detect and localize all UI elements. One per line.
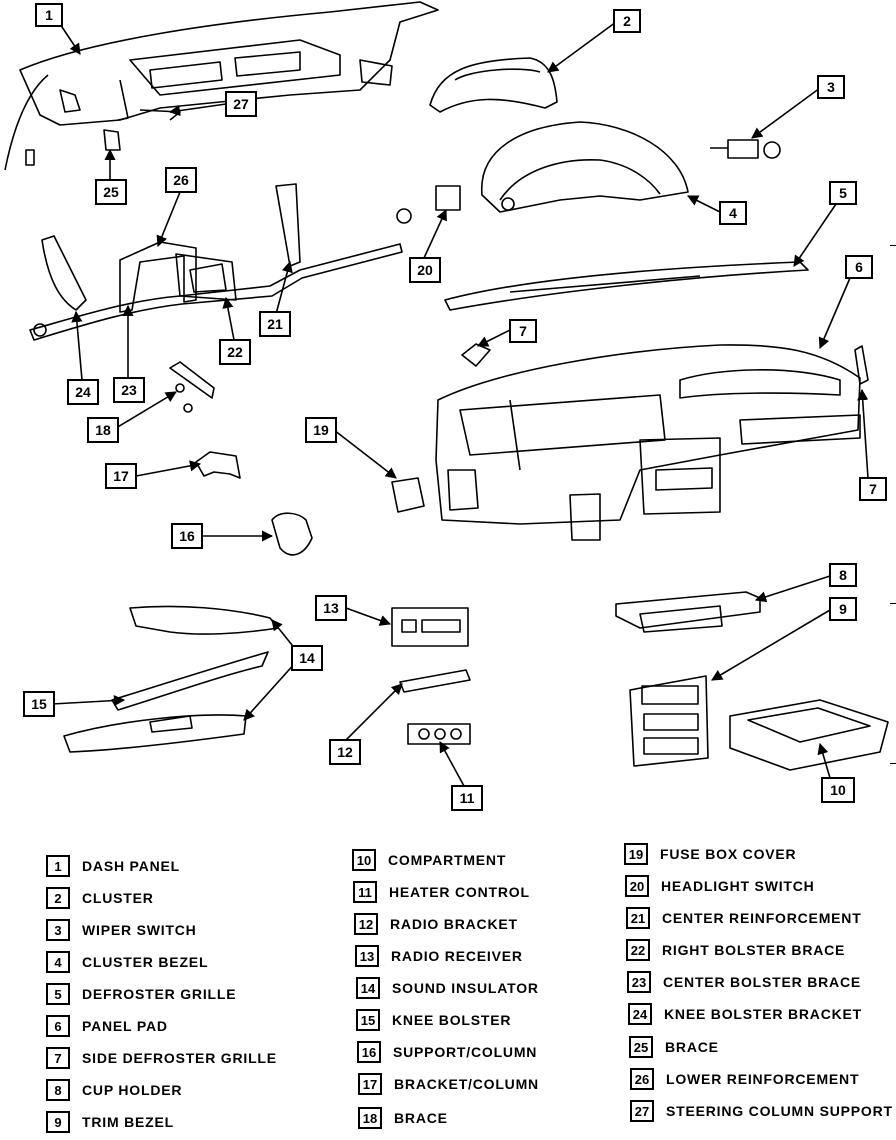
svg-text:16: 16: [179, 528, 195, 544]
callout-23: 23: [113, 377, 145, 403]
svg-text:22: 22: [227, 344, 243, 360]
callout-13: 13: [315, 595, 347, 621]
callout-14: 14: [291, 645, 323, 671]
callout-7a: 7: [509, 319, 537, 343]
svg-text:10: 10: [830, 782, 846, 798]
cluster-bezel-part: [481, 121, 689, 213]
svg-text:13: 13: [323, 600, 339, 616]
svg-text:2: 2: [623, 13, 631, 29]
svg-text:6: 6: [855, 259, 863, 275]
edge-tick: [890, 245, 896, 246]
svg-text:26: 26: [173, 172, 189, 188]
svg-text:4: 4: [729, 205, 737, 221]
callout-12: 12: [329, 739, 361, 765]
svg-text:23: 23: [121, 382, 137, 398]
svg-text:19: 19: [313, 422, 329, 438]
svg-text:5: 5: [839, 185, 847, 201]
callout-26: 26: [165, 167, 197, 193]
svg-text:9: 9: [839, 601, 847, 617]
svg-text:14: 14: [299, 650, 315, 666]
callout-6: 6: [845, 255, 873, 279]
svg-text:21: 21: [267, 316, 283, 332]
defroster-grille-part: [444, 261, 809, 311]
svg-text:18: 18: [95, 422, 111, 438]
callout-20: 20: [409, 257, 441, 283]
callout-4: 4: [719, 201, 747, 225]
callout-24: 24: [67, 379, 99, 405]
svg-text:20: 20: [417, 262, 433, 278]
callout-9: 9: [829, 597, 857, 621]
svg-text:24: 24: [75, 384, 91, 400]
svg-text:25: 25: [103, 184, 119, 200]
svg-text:27: 27: [233, 96, 249, 112]
callout-5: 5: [829, 181, 857, 205]
callout-22: 22: [219, 339, 251, 365]
leader-lines: [51, 21, 869, 787]
svg-text:11: 11: [460, 790, 475, 806]
sound-insulator-part: [129, 605, 279, 635]
lower-reinforcement-part: [29, 183, 403, 341]
heater-control-part: [407, 723, 471, 745]
panel-pad-part: [435, 344, 861, 541]
svg-text:7: 7: [869, 481, 877, 497]
callout-2: 2: [613, 9, 641, 33]
svg-text:8: 8: [839, 567, 847, 583]
radio-receiver-part: [391, 607, 469, 647]
svg-text:3: 3: [827, 79, 835, 95]
svg-text:7: 7: [519, 323, 527, 339]
edge-tick: [890, 603, 896, 604]
trim-bezel-part: [629, 675, 709, 767]
callout-1: 1: [35, 3, 63, 27]
callout-21: 21: [259, 311, 291, 337]
svg-text:15: 15: [31, 696, 47, 712]
callout-16: 16: [171, 523, 203, 549]
callout-25: 25: [95, 179, 127, 205]
callout-7b: 7: [859, 477, 887, 501]
callout-17: 17: [105, 463, 137, 489]
callout-11: 11: [451, 785, 483, 811]
callout-27: 27: [225, 91, 257, 117]
callout-8: 8: [829, 563, 857, 587]
svg-text:12: 12: [337, 744, 353, 760]
svg-text:1: 1: [45, 7, 53, 23]
cluster-part: [429, 57, 558, 113]
wiper-switch-part: [710, 139, 781, 159]
edge-tick: [890, 763, 896, 764]
dash-panel-part: [4, 1, 439, 171]
callout-10: 10: [821, 777, 855, 803]
cup-holder-part: [615, 591, 761, 633]
compartment-part: [729, 699, 889, 771]
callout-15: 15: [23, 691, 55, 717]
callout-19: 19: [305, 417, 337, 443]
callout-3: 3: [817, 75, 845, 99]
svg-text:17: 17: [113, 468, 129, 484]
callout-18: 18: [87, 417, 119, 443]
